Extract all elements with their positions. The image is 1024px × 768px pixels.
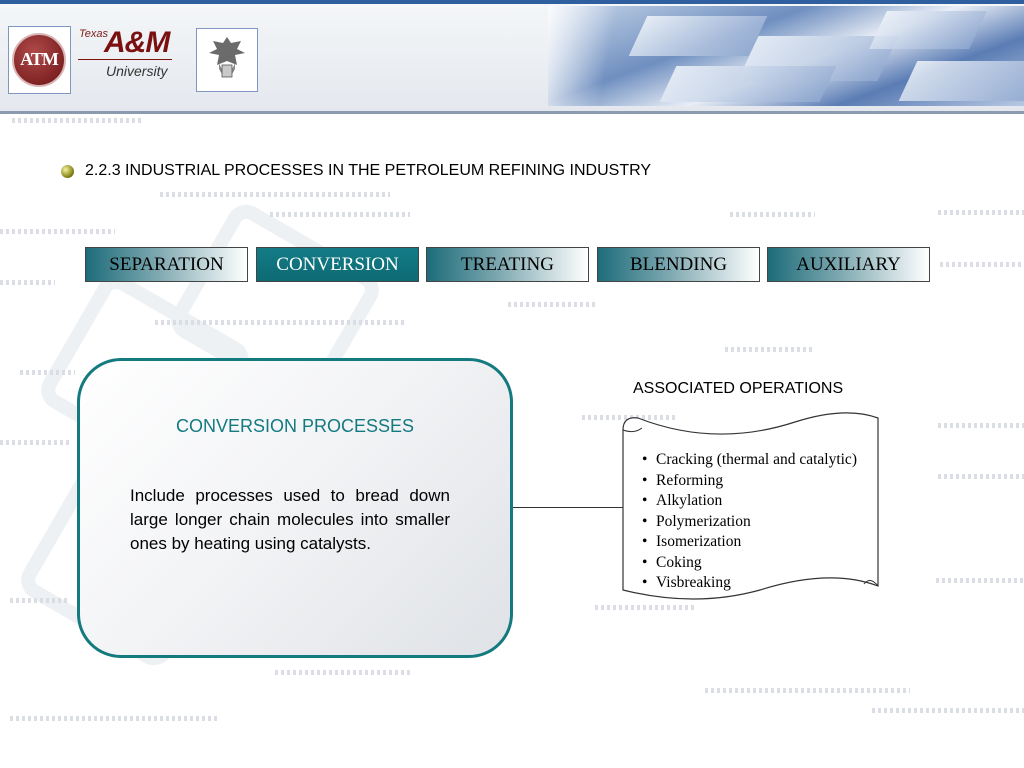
tab-conversion[interactable]: CONVERSION (256, 247, 419, 282)
background-texture (938, 474, 1024, 479)
background-texture (508, 302, 598, 307)
background-texture (705, 688, 910, 693)
brand-texas: Texas (79, 28, 108, 40)
background-texture (270, 212, 410, 217)
list-item: •Isomerization (642, 533, 742, 550)
page-title: 2.2.3 INDUSTRIAL PROCESSES IN THE PETROL… (85, 162, 652, 179)
list-item: •Coking (642, 553, 702, 571)
background-texture (938, 423, 1024, 428)
tab-blending[interactable]: BLENDING (597, 247, 760, 282)
background-texture (938, 210, 1024, 215)
background-texture (20, 370, 75, 375)
list-item: •Alkylation (642, 492, 723, 509)
background-texture (10, 598, 70, 603)
tab-separation[interactable]: SEPARATION (85, 247, 248, 282)
title-bullet-icon (61, 165, 74, 178)
connector-line (513, 507, 623, 508)
background-texture (0, 280, 55, 285)
eagle-icon (209, 37, 245, 78)
card-description: Include processes used to bread down lar… (130, 486, 450, 553)
brand-university: University (106, 63, 168, 79)
list-item: •Visbreaking (642, 574, 731, 591)
tab-auxiliary[interactable]: AUXILIARY (767, 247, 930, 282)
list-item: •Reforming (642, 471, 724, 489)
atm-seal-icon: ATM (12, 33, 66, 87)
conversion-card (77, 358, 513, 658)
background-texture (582, 415, 677, 420)
header-divider (0, 111, 1024, 114)
card-title: CONVERSION PROCESSES (175, 416, 415, 436)
background-texture (872, 708, 1024, 713)
list-item: •Cracking (thermal and catalytic) (642, 451, 857, 468)
background-texture (725, 347, 815, 352)
background-texture (275, 670, 410, 675)
background-texture (12, 118, 142, 123)
background-texture (0, 229, 115, 234)
background-texture (936, 578, 1024, 583)
background-texture (940, 262, 1024, 267)
background-texture (10, 716, 220, 721)
background-texture (160, 192, 390, 197)
document-shape (622, 412, 879, 600)
banner-artwork (548, 6, 1024, 106)
operations-list: •Cracking (thermal and catalytic) •Refor… (642, 450, 857, 594)
background-texture (595, 605, 695, 610)
background-texture (155, 320, 405, 325)
background-texture (730, 212, 815, 217)
eagle-crest-logo (196, 28, 258, 92)
background-texture (0, 440, 70, 445)
brand-underline (78, 59, 172, 60)
seal-text: ATM (20, 49, 59, 69)
associated-operations-title: ASSOCIATED OPERATIONS (633, 380, 844, 397)
tab-treating[interactable]: TREATING (426, 247, 589, 282)
brand-am: A&M (104, 26, 170, 59)
list-item: •Polymerization (642, 512, 751, 530)
